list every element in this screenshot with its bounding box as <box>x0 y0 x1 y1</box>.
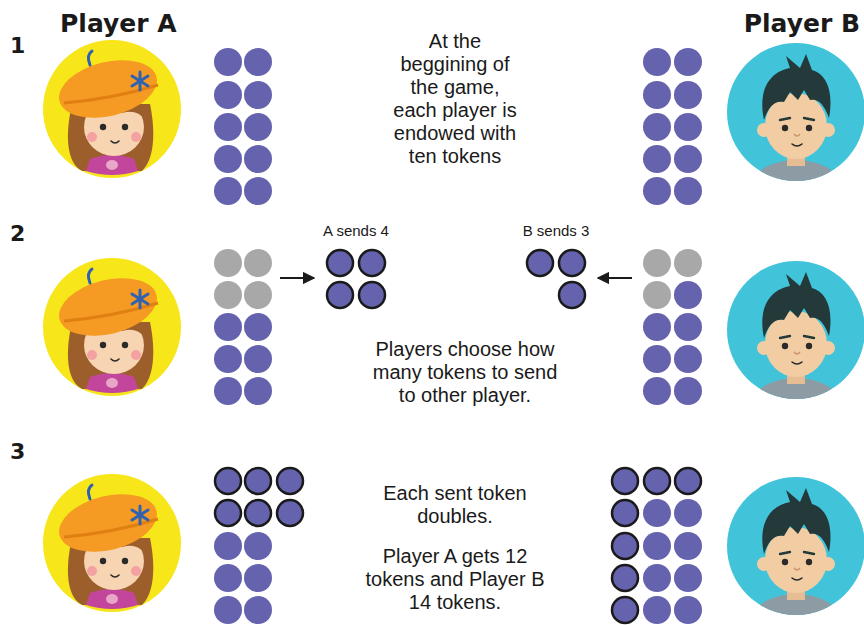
token <box>214 313 242 341</box>
token <box>214 564 242 592</box>
token <box>643 177 671 205</box>
player-a-avatar <box>43 474 181 612</box>
player-b-avatar <box>727 477 864 625</box>
token <box>244 345 272 373</box>
token <box>674 532 702 560</box>
token <box>244 281 272 309</box>
token <box>244 113 272 141</box>
token <box>643 564 671 592</box>
token <box>244 249 272 277</box>
token <box>214 113 242 141</box>
token <box>643 532 671 560</box>
token <box>245 468 271 494</box>
token <box>244 313 272 341</box>
token <box>244 596 272 624</box>
token <box>244 145 272 173</box>
token <box>644 468 670 494</box>
player-heading: Player B <box>720 10 860 38</box>
token <box>612 597 638 623</box>
player-a-avatar <box>43 40 181 178</box>
token <box>643 249 671 277</box>
token <box>612 533 638 559</box>
send-arrow <box>280 277 314 279</box>
token <box>643 81 671 109</box>
token <box>244 81 272 109</box>
token <box>674 113 702 141</box>
player-a-avatar <box>43 258 181 396</box>
token <box>612 565 638 591</box>
token <box>215 500 241 526</box>
send-arrow <box>598 277 632 279</box>
token <box>643 113 671 141</box>
token <box>674 345 702 373</box>
token <box>674 145 702 173</box>
token <box>214 281 242 309</box>
token <box>214 81 242 109</box>
token <box>643 48 671 76</box>
token <box>214 145 242 173</box>
player-b-avatar <box>727 261 864 430</box>
token <box>643 281 671 309</box>
token <box>559 282 585 308</box>
token <box>214 532 242 560</box>
token <box>245 500 271 526</box>
token <box>674 177 702 205</box>
token <box>612 500 638 526</box>
token <box>643 345 671 373</box>
token <box>215 468 241 494</box>
step-text: At the beggining of the game, each playe… <box>391 30 519 168</box>
player-heading: Player A <box>60 10 200 38</box>
token <box>674 81 702 109</box>
send-label: B sends 3 <box>501 222 611 239</box>
token <box>277 468 303 494</box>
token <box>527 250 553 276</box>
token <box>674 281 702 309</box>
token <box>327 282 353 308</box>
token <box>244 377 272 405</box>
player-b-avatar <box>727 43 864 212</box>
token <box>214 177 242 205</box>
token <box>643 499 671 527</box>
token <box>643 145 671 173</box>
step-text: Player A gets 12 tokens and Player B 14 … <box>355 545 555 614</box>
token <box>214 249 242 277</box>
send-label: A sends 4 <box>301 222 411 239</box>
token <box>674 249 702 277</box>
token <box>559 250 585 276</box>
token <box>244 177 272 205</box>
token <box>674 377 702 405</box>
token <box>674 313 702 341</box>
token <box>359 250 385 276</box>
token <box>674 596 702 624</box>
token <box>277 500 303 526</box>
step-number: 1 <box>10 34 34 58</box>
token <box>214 377 242 405</box>
token <box>674 499 702 527</box>
token <box>674 564 702 592</box>
token <box>674 48 702 76</box>
token <box>359 282 385 308</box>
token <box>244 48 272 76</box>
token <box>244 564 272 592</box>
token <box>643 377 671 405</box>
token <box>612 468 638 494</box>
step-number: 3 <box>10 440 34 464</box>
token <box>244 532 272 560</box>
step-text: Each sent token doubles. <box>355 482 555 528</box>
token <box>643 596 671 624</box>
token <box>327 250 353 276</box>
step-text: Players choose how many tokens to send t… <box>363 338 568 407</box>
token <box>214 345 242 373</box>
token <box>214 596 242 624</box>
step-number: 2 <box>10 222 34 246</box>
token <box>675 468 701 494</box>
token <box>643 313 671 341</box>
token <box>214 48 242 76</box>
